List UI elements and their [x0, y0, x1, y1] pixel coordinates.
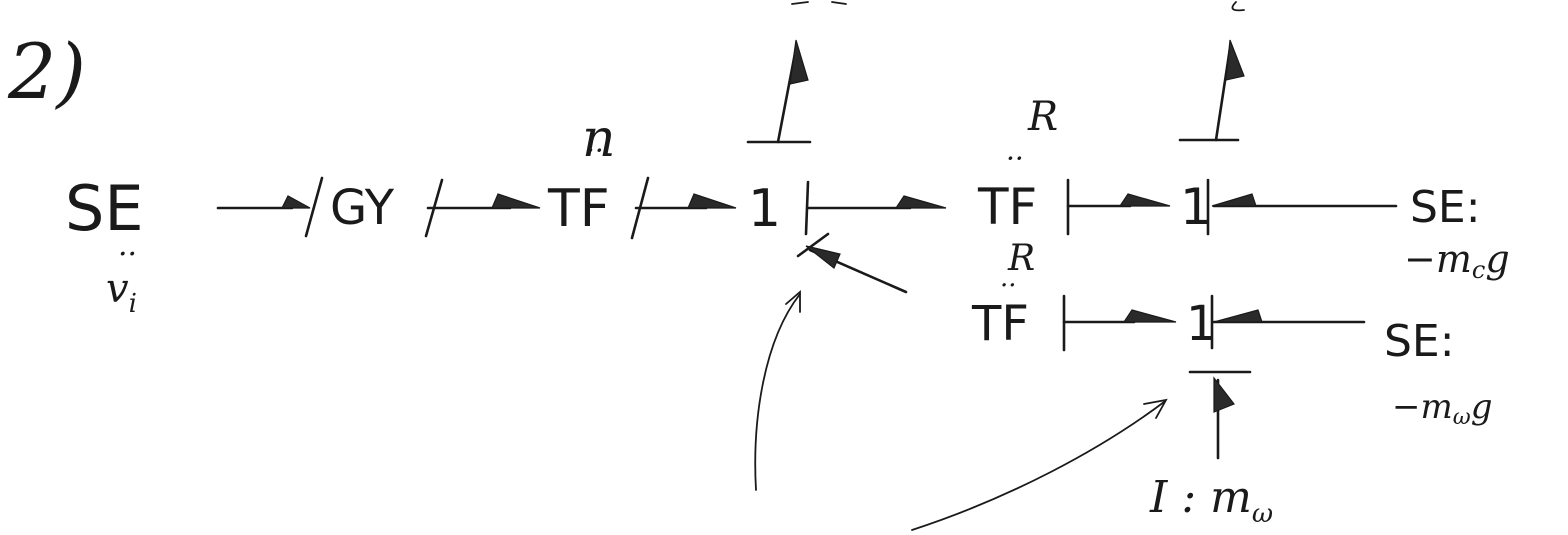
half-arrow-se-gy	[281, 195, 311, 209]
label-mcg: −mcg	[1404, 237, 1510, 284]
node-se-mcg: SE:	[1410, 182, 1481, 233]
node-tf-r-bottom: TF	[971, 296, 1029, 352]
node-gyrator: GY	[330, 180, 395, 236]
cropped-top-scribble-left	[791, 1, 847, 5]
half-arrow-inertia-1c	[1213, 376, 1235, 413]
r-top-dots: ··	[1006, 142, 1024, 175]
half-arrow-tf-1a	[687, 193, 737, 209]
half-arrow-1a-diag	[805, 245, 841, 269]
node-tf-r-top: TF	[977, 178, 1037, 236]
annotation-arrowhead-to-1a	[785, 290, 801, 313]
modulus-n: n	[582, 109, 616, 169]
node-se-mwg: SE:	[1384, 316, 1455, 367]
vi-label: vi	[106, 266, 137, 319]
modulus-r-bottom: R	[1007, 238, 1035, 279]
node-tf-n: TF	[547, 179, 610, 239]
half-arrow-1a-up	[789, 39, 809, 85]
half-arrow-1a-tfr	[894, 195, 947, 209]
annotation-arrow-to-1a	[754, 293, 801, 491]
half-arrow-1b-up	[1225, 39, 1245, 81]
problem-number: 2)	[7, 27, 86, 116]
half-arrow-gy-tf	[491, 193, 541, 209]
node-junction-1a: 1	[748, 179, 781, 239]
half-arrow-tfr-1c	[1122, 309, 1177, 323]
half-arrow-semwg-1c	[1213, 309, 1263, 323]
cropped-top-scribble-right	[1231, 1, 1245, 12]
vi-dots: ··	[118, 237, 137, 272]
n-dots: ··	[586, 134, 604, 167]
node-junction-1b: 1	[1180, 178, 1212, 236]
annotation-arrowhead-to-1c	[1143, 398, 1168, 419]
node-se-input: SE	[65, 172, 144, 245]
label-mwg: −mωg	[1392, 387, 1492, 430]
causal-stroke-1a-diag	[796, 232, 830, 258]
annotation-arrow-to-1c	[911, 401, 1165, 531]
half-arrow-tfr-1b	[1118, 193, 1171, 207]
modulus-r-top: R	[1027, 94, 1058, 140]
r-bottom-dots: ··	[1000, 271, 1017, 301]
causal-stroke-gy-left	[304, 176, 324, 238]
node-inertia-mw: I : mω	[1149, 472, 1273, 529]
half-arrow-semcg-1b	[1211, 193, 1257, 207]
